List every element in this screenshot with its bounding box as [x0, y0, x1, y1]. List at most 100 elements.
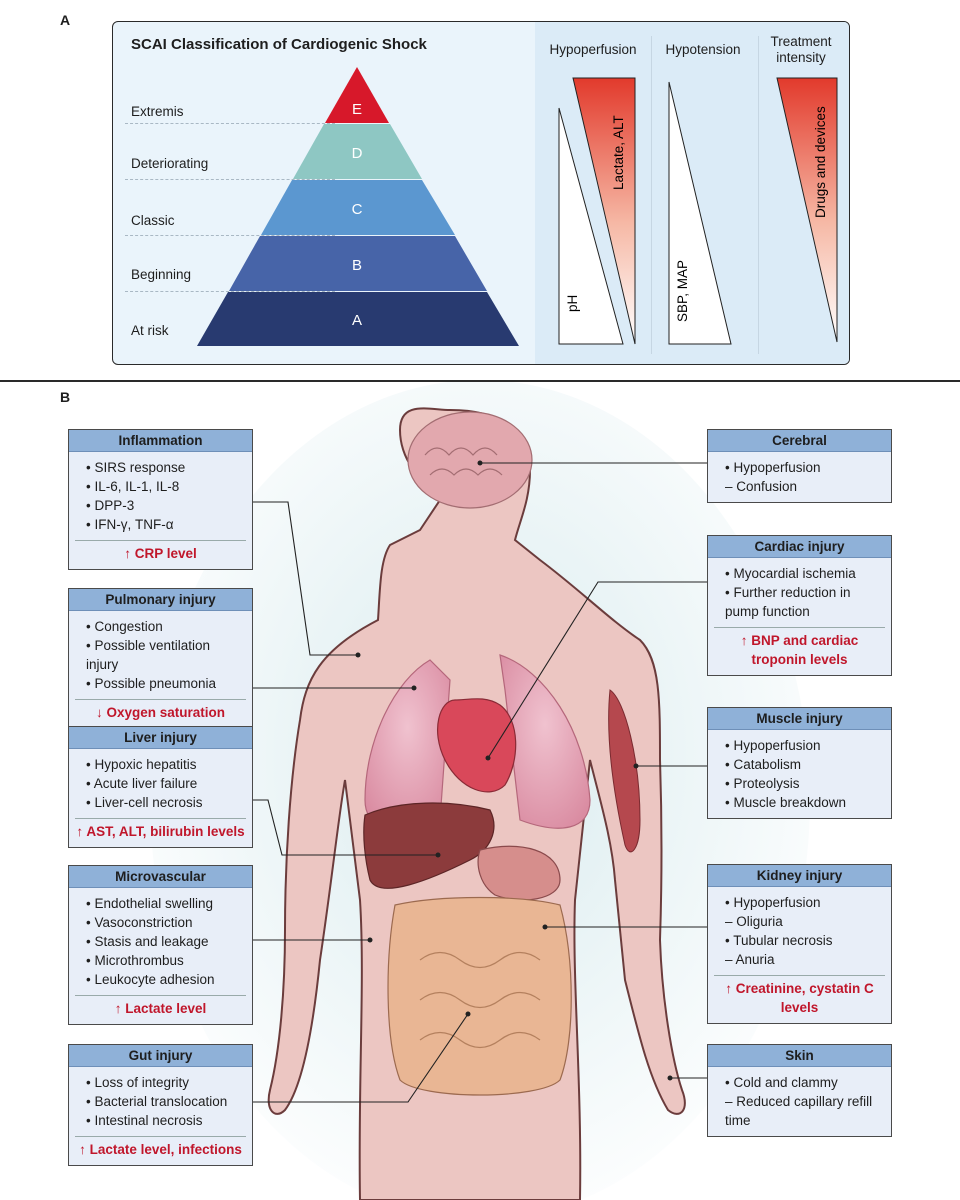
intestines: [387, 896, 572, 1096]
pyramid-letter-a: A: [352, 312, 362, 329]
muscle-injury-box: Muscle injury • Hypoperfusion • Cataboli…: [707, 707, 892, 819]
box-item: • Liver-cell necrosis: [86, 795, 203, 810]
inflammation-box: Inflammation • SIRS response • IL-6, IL-…: [68, 429, 253, 570]
box-item: • IL-6, IL-1, IL-8: [86, 479, 180, 494]
box-item: • Catabolism: [725, 757, 802, 772]
scai-classification-panel: SCAI Classification of Cardiogenic Shock…: [112, 21, 850, 365]
box-item: • Hypoperfusion: [725, 460, 821, 475]
box-result: ↑ BNP and cardiac troponin levels: [714, 627, 885, 675]
box-item: – Oliguria: [725, 914, 783, 929]
box-title: Gut injury: [69, 1045, 252, 1067]
pyramid-stage-d: [293, 124, 422, 179]
box-item: – Anuria: [725, 952, 775, 967]
connector-inflammation: [250, 501, 358, 656]
treatment-intensity-heading: Treatment intensity: [770, 34, 832, 65]
kidney-injury-box: Kidney injury • Hypoperfusion – Oliguria…: [707, 864, 892, 1024]
box-title: Pulmonary injury: [69, 589, 252, 611]
pyramid-letter-e: E: [352, 101, 362, 118]
panel-a-title: SCAI Classification of Cardiogenic Shock: [131, 36, 427, 53]
box-title: Skin: [708, 1045, 891, 1067]
pyramid-stage-b: [229, 236, 487, 291]
box-result: ↑ Lactate level: [75, 995, 246, 1024]
liver-injury-box: Liver injury • Hypoxic hepatitis • Acute…: [68, 726, 253, 848]
level-separator: [125, 235, 335, 236]
box-item: – Confusion: [725, 479, 798, 494]
drugs-devices-wedge: [776, 77, 838, 343]
box-result: ↑ CRP level: [75, 540, 246, 569]
body-illustration: [150, 382, 810, 1200]
box-item: • Loss of integrity: [86, 1075, 190, 1090]
level-separator: [125, 291, 335, 292]
microvascular-box: Microvascular • Endothelial swelling • V…: [68, 865, 253, 1025]
level-label-deteriorating: Deteriorating: [131, 156, 209, 171]
drugs-devices-wedge-label: Drugs and devices: [813, 106, 828, 218]
box-item: – Reduced capillary refill time: [725, 1094, 873, 1128]
brain: [407, 411, 533, 509]
arm-muscle: [608, 689, 641, 853]
box-item: • Myocardial ischemia: [725, 566, 856, 581]
box-item: • SIRS response: [86, 460, 186, 475]
box-item: • Leukocyte adhesion: [86, 972, 215, 987]
pyramid-stage-c: [261, 180, 455, 235]
column-separator: [651, 36, 652, 354]
box-item: • Endothelial swelling: [86, 896, 214, 911]
box-item: • Tubular necrosis: [725, 933, 833, 948]
lactate-alt-wedge-label: Lactate, ALT: [611, 115, 626, 190]
connector-dots: [355, 460, 673, 1081]
box-result: ↑ Creatinine, cystatin C levels: [714, 975, 885, 1023]
level-separator: [125, 123, 335, 124]
box-result: ↓ Oxygen saturation: [75, 699, 246, 728]
box-item: • Proteolysis: [725, 776, 800, 791]
level-separator: [125, 179, 335, 180]
pyramid-letter-b: B: [352, 257, 362, 274]
box-item: • Vasoconstriction: [86, 915, 193, 930]
pyramid-letter-c: C: [352, 201, 363, 218]
box-item: • Hypoperfusion: [725, 738, 821, 753]
right-lung: [499, 654, 591, 829]
box-title: Microvascular: [69, 866, 252, 888]
box-item: • Stasis and leakage: [86, 934, 209, 949]
level-label-classic: Classic: [131, 213, 175, 228]
box-result: ↑ AST, ALT, bilirubin levels: [75, 818, 246, 847]
cerebral-box: Cerebral • Hypoperfusion – Confusion: [707, 429, 892, 503]
box-item: • Bacterial translocation: [86, 1094, 228, 1109]
panel-a-letter: A: [60, 12, 71, 28]
box-item: • Congestion: [86, 619, 163, 634]
box-item: • Possible ventilation injury: [86, 638, 211, 672]
panel-b-letter: B: [60, 389, 71, 405]
box-item: • Hypoperfusion: [725, 895, 821, 910]
box-title: Cardiac injury: [708, 536, 891, 558]
box-item: • Acute liver failure: [86, 776, 198, 791]
hypotension-heading: Hypotension: [665, 42, 741, 57]
heart: [436, 698, 517, 793]
scai-pyramid: E D C B A: [197, 67, 519, 346]
box-item: • DPP-3: [86, 498, 135, 513]
box-item: • Hypoxic hepatitis: [86, 757, 197, 772]
panel-divider: [0, 380, 960, 382]
cardiac-injury-box: Cardiac injury • Myocardial ischemia • F…: [707, 535, 892, 676]
lactate-alt-wedge: [572, 77, 636, 345]
sbp-map-wedge: [668, 81, 732, 345]
connector-liver: [252, 799, 438, 856]
box-title: Cerebral: [708, 430, 891, 452]
ph-wedge: [558, 107, 624, 345]
connector-lines: [250, 462, 707, 1103]
liver: [363, 802, 495, 889]
box-item: • IFN-γ, TNF-α: [86, 517, 174, 532]
stomach: [477, 845, 561, 901]
pyramid-letter-d: D: [352, 145, 363, 162]
intestine-loops: [419, 951, 541, 1049]
column-separator: [758, 36, 759, 354]
ph-wedge-label: pH: [565, 295, 580, 312]
box-item: • Microthrombus: [86, 953, 184, 968]
pyramid-stage-e: [325, 67, 389, 123]
pulmonary-injury-box: Pulmonary injury • Congestion • Possible…: [68, 588, 253, 729]
level-label-at-risk: At risk: [131, 323, 169, 338]
connector-cardiac: [487, 581, 707, 759]
gut-injury-box: Gut injury • Loss of integrity • Bacteri…: [68, 1044, 253, 1166]
pyramid-stage-a: [197, 292, 519, 346]
box-item: • Cold and clammy: [725, 1075, 838, 1090]
box-item: • Muscle breakdown: [725, 795, 847, 810]
box-title: Kidney injury: [708, 865, 891, 887]
brain-folds: [424, 447, 503, 476]
